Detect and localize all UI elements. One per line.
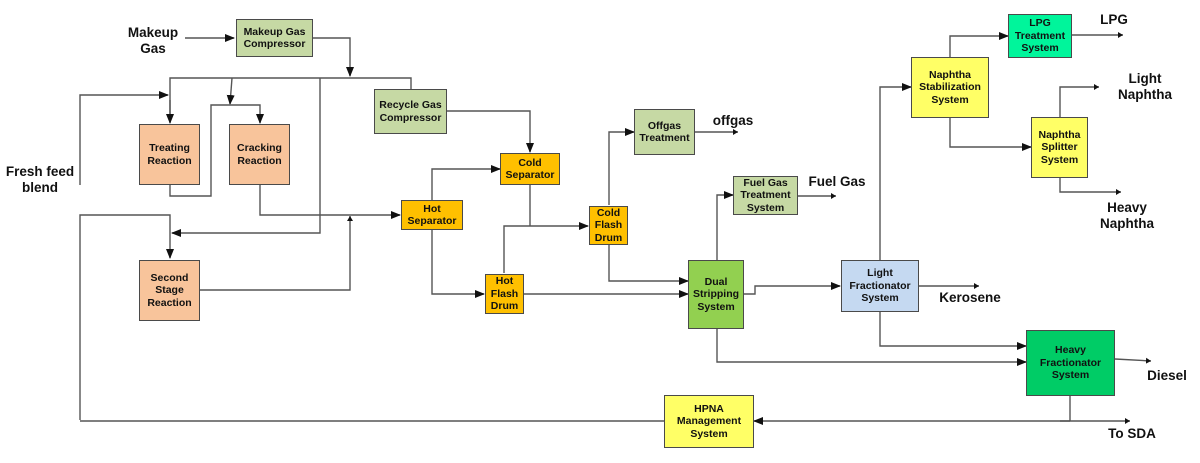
stream-heavy-naphtha: Heavy Naphtha (1100, 200, 1154, 231)
unit-makeup-gas-compressor[interactable]: Makeup Gas Compressor (236, 19, 313, 57)
line-light-naphtha-out (1059, 84, 1099, 117)
line-gas-to-second-stage (171, 78, 321, 237)
stream-fuel-gas: Fuel Gas (808, 174, 866, 189)
line-heavy-naphtha-out (1059, 177, 1121, 195)
line-header-branch (226, 77, 235, 105)
stream-lpg: LPG (1100, 12, 1128, 27)
unit-dual-stripping[interactable]: Dual Stripping System (688, 260, 744, 329)
line-stripper-to-fuelgas (716, 191, 734, 260)
unit-hot-flash-drum[interactable]: Hot Flash Drum (485, 274, 524, 314)
unit-heavy-fractionator[interactable]: Heavy Fractionator System (1026, 330, 1115, 396)
line-cracking-to-hotsep (259, 185, 401, 219)
line-fresh-feed (79, 91, 169, 185)
line-hotsep-to-coldsep (431, 165, 501, 200)
stream-light-naphtha: Light Naphtha (1118, 71, 1172, 102)
unit-hpna-management[interactable]: HPNA Management System (664, 395, 754, 448)
unit-cold-flash-drum[interactable]: Cold Flash Drum (589, 206, 628, 245)
unit-fuel-gas-treatment[interactable]: Fuel Gas Treatment System (733, 176, 798, 215)
unit-light-fractionator[interactable]: Light Fractionator System (841, 260, 919, 312)
unit-recycle-gas-compressor[interactable]: Recycle Gas Compressor (374, 89, 447, 134)
unit-cold-separator[interactable]: Cold Separator (500, 153, 560, 185)
line-second-stage-out (200, 216, 353, 291)
line-recycle-to-coldsep (447, 110, 534, 153)
stream-makeup-gas: Makeup Gas (127, 25, 179, 56)
line-lightfrac-to-heavyfrac (879, 311, 1027, 350)
line-hotsep-to-hotflash (431, 230, 485, 298)
unit-treating-reaction[interactable]: Treating Reaction (139, 124, 200, 185)
line-coldflash-to-stripper (608, 245, 689, 285)
unit-offgas-treatment[interactable]: Offgas Treatment (634, 109, 695, 155)
line-stripper-to-heavyfrac (716, 328, 1027, 366)
unit-naphtha-stabilization[interactable]: Naphtha Stabilization System (911, 57, 989, 118)
line-treating-to-cracking (169, 104, 264, 197)
stream-fresh-feed: Fresh feed blend (5, 164, 75, 195)
line-lightfrac-to-stabilizer (879, 83, 912, 260)
unit-cracking-reaction[interactable]: Cracking Reaction (229, 124, 290, 185)
line-stabilizer-to-splitter (949, 118, 1032, 151)
line-recycle-to-second-stage (79, 214, 174, 420)
stream-diesel: Diesel (1147, 368, 1187, 383)
line-coldflash-to-offgas (608, 128, 635, 205)
stream-to-sda: To SDA (1108, 426, 1156, 441)
unit-hot-separator[interactable]: Hot Separator (401, 200, 463, 230)
unit-naphtha-splitter[interactable]: Naphtha Splitter System (1031, 117, 1088, 178)
line-stabilizer-to-lpg (949, 32, 1009, 57)
unit-lpg-treatment[interactable]: LPG Treatment System (1008, 14, 1072, 58)
line-hotflash-to-coldflash (503, 222, 589, 273)
stream-kerosene: Kerosene (939, 290, 1001, 305)
line-stripper-to-lightfrac (744, 282, 841, 295)
stream-offgas: offgas (712, 113, 754, 128)
unit-second-stage-reaction[interactable]: Second Stage Reaction (139, 260, 200, 321)
line-diesel-out (1114, 357, 1152, 364)
line-makeup-compressor-out (313, 37, 354, 77)
